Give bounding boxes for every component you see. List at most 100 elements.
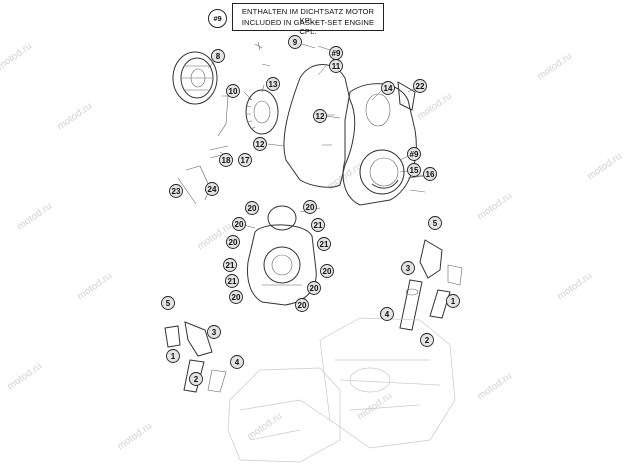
svg-text:2: 2 [194, 375, 199, 384]
callout-20: 20 [320, 264, 334, 278]
callout-4-right: 4 [380, 307, 394, 321]
callout-4-left: 4 [230, 355, 244, 369]
svg-text:21: 21 [228, 277, 237, 286]
watermark-text: motod.ru [0, 41, 34, 73]
right-pipe-assembly [399, 239, 463, 331]
svg-text:21: 21 [320, 240, 329, 249]
callout-15: 15 [407, 163, 421, 177]
callout-8: 8 [211, 49, 225, 63]
stator-part [245, 89, 279, 135]
callout-3-right: 3 [401, 261, 415, 275]
svg-text:13: 13 [269, 80, 278, 89]
svg-text:24: 24 [208, 185, 217, 194]
callout-3-left: 3 [207, 325, 221, 339]
callout-21: 21 [311, 218, 325, 232]
svg-text:12: 12 [256, 140, 265, 149]
watermark-text: motod.ru [415, 91, 454, 123]
watermark-text: motod.ru [115, 421, 154, 453]
callout-20: 20 [307, 281, 321, 295]
notice-tag: #9 [208, 9, 227, 28]
svg-text:23: 23 [172, 187, 181, 196]
svg-text:20: 20 [235, 220, 244, 229]
callout-21: 21 [317, 237, 331, 251]
svg-text:1: 1 [451, 297, 456, 306]
svg-text:4: 4 [385, 310, 390, 319]
notice-line-english: INCLUDED IN GASKET-SET ENGINE CPL. [241, 18, 375, 36]
callout-9: 9 [288, 35, 302, 49]
callout-1-left: 1 [166, 349, 180, 363]
callout-11: 11 [329, 59, 343, 73]
svg-text:20: 20 [323, 267, 332, 276]
svg-text:5: 5 [433, 219, 438, 228]
ignition-cover-part [342, 81, 417, 206]
callout-18: 18 [219, 153, 233, 167]
watermark-text: motod.ru [585, 151, 624, 183]
callout-21: 21 [225, 274, 239, 288]
watermark-text: motod.ru [55, 101, 94, 133]
callout-16: 16 [423, 167, 437, 181]
callout-20: 20 [245, 201, 259, 215]
svg-text:1: 1 [171, 352, 176, 361]
svg-text:17: 17 [241, 156, 250, 165]
svg-text:20: 20 [232, 293, 241, 302]
callout-20: 20 [229, 290, 243, 304]
svg-text:20: 20 [298, 301, 307, 310]
svg-text:22: 22 [416, 82, 425, 91]
callout-23: 23 [169, 184, 183, 198]
svg-text:20: 20 [310, 284, 319, 293]
watermark-text: motod.ru [5, 361, 44, 393]
watermark-text: motod.ru [195, 221, 234, 253]
watermark-layer: motod.ru motod.ru motod.ru motod.ru moto… [0, 41, 624, 453]
svg-text:3: 3 [212, 328, 217, 337]
watermark-text: motod.ru [355, 391, 394, 423]
watermark-text: motod.ru [475, 371, 514, 403]
svg-text:14: 14 [384, 84, 393, 93]
svg-text:3: 3 [406, 264, 411, 273]
callout-20: 20 [232, 217, 246, 231]
svg-text:9: 9 [293, 38, 298, 47]
svg-text:15: 15 [410, 166, 419, 175]
watermark-text: motod.ru [15, 201, 54, 233]
callout-17: 17 [238, 153, 252, 167]
svg-text:#9: #9 [332, 49, 341, 58]
rotor-part [172, 51, 218, 105]
watermark-text: motod.ru [75, 271, 114, 303]
watermark-text: motod.ru [535, 51, 574, 83]
callout-10: 10 [226, 84, 240, 98]
notice-box: ENTHALTEN IM DICHTSATZ MOTOR KPL. INCLUD… [232, 3, 384, 36]
cover-gasket-part [283, 64, 356, 188]
callout-12-upper: 12 [313, 109, 327, 123]
svg-text:16: 16 [426, 170, 435, 179]
svg-text:21: 21 [226, 261, 235, 270]
svg-text:12: 12 [316, 112, 325, 121]
svg-text:8: 8 [216, 52, 221, 61]
callout-5-left: 5 [161, 296, 175, 310]
callout-21: 21 [223, 258, 237, 272]
callout-22: 22 [413, 79, 427, 93]
callout-13: 13 [266, 77, 280, 91]
watermark-text: motod.ru [475, 191, 514, 223]
callout-14: 14 [381, 81, 395, 95]
callout-9-cover: #9 [407, 147, 421, 161]
callout-12-lower: 12 [253, 137, 267, 151]
left-pipe-assembly [164, 321, 227, 393]
watermark-text: motod.ru [555, 271, 594, 303]
svg-text:2: 2 [425, 336, 430, 345]
bolts-top [177, 41, 426, 205]
svg-text:10: 10 [229, 87, 238, 96]
svg-text:5: 5 [166, 299, 171, 308]
callout-1-right: 1 [446, 294, 460, 308]
callout-2-left: 2 [189, 372, 203, 386]
svg-text:20: 20 [248, 204, 257, 213]
notice-line-german: ENTHALTEN IM DICHTSATZ MOTOR KPL. [241, 7, 375, 25]
gasket-set-notice: #9 ENTHALTEN IM DICHTSATZ MOTOR KPL. INC… [208, 3, 386, 36]
svg-text:#9: #9 [410, 150, 419, 159]
callout-9-gasket: #9 [329, 46, 343, 60]
engine-case-ghost [227, 317, 456, 463]
svg-text:11: 11 [332, 62, 341, 71]
callout-20: 20 [226, 235, 240, 249]
svg-text:4: 4 [235, 358, 240, 367]
callout-2-right: 2 [420, 333, 434, 347]
callout-5-right: 5 [428, 216, 442, 230]
